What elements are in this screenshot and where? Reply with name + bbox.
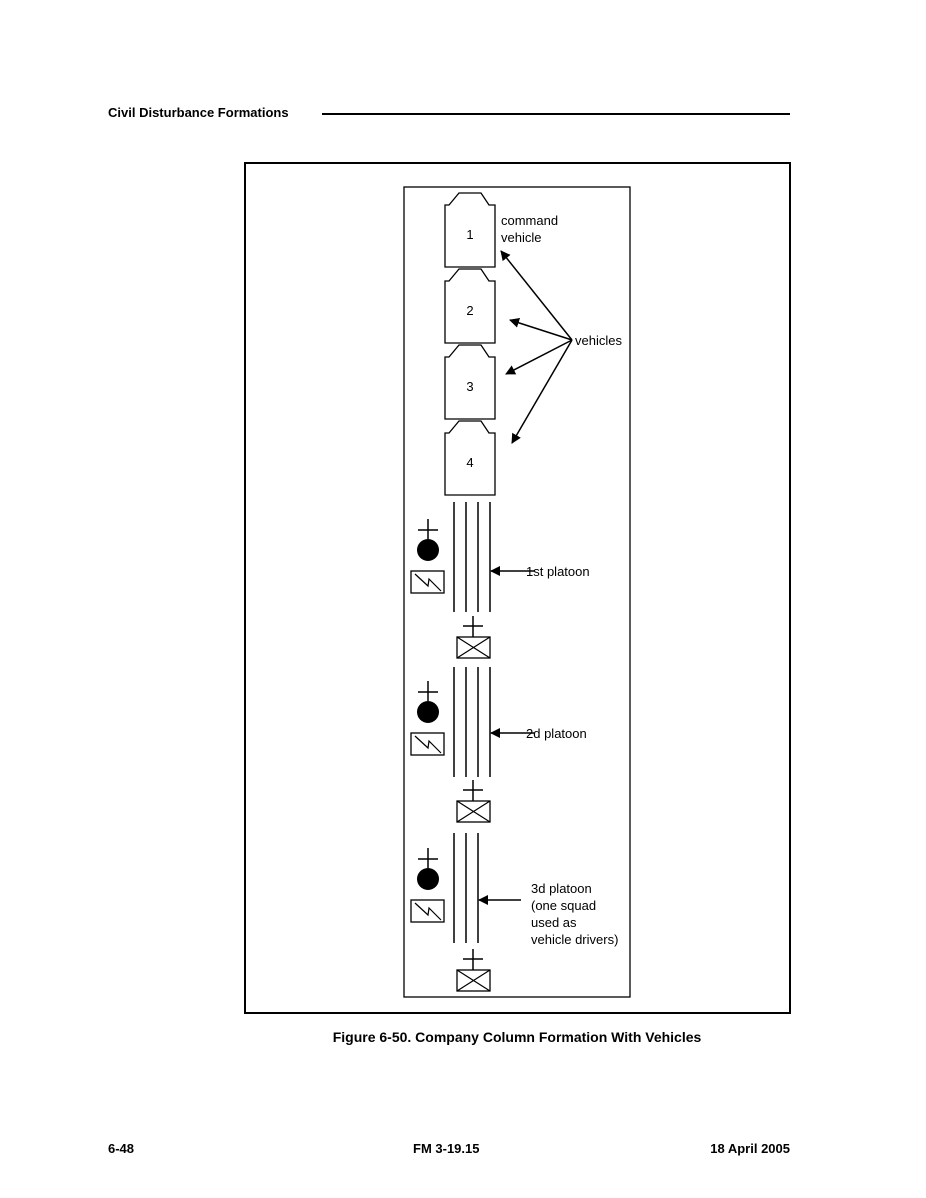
platoon-3-label-3: used as <box>531 915 577 930</box>
command-vehicle-label: command <box>501 213 558 228</box>
figure-frame <box>244 162 791 1014</box>
platoon-2-label: 2d platoon <box>526 726 587 741</box>
platoon-sergeant-symbol <box>456 615 491 659</box>
platoon-leader-symbol <box>410 518 445 594</box>
formation-area <box>403 186 631 998</box>
vehicle-arrows <box>500 250 573 444</box>
figure-caption: Figure 6-50. Company Column Formation Wi… <box>333 1029 702 1045</box>
platoon-1-label: 1st platoon <box>526 564 590 579</box>
vehicles-label: vehicles <box>575 333 622 348</box>
vehicle-3: 3 <box>444 344 496 420</box>
platoon-1 <box>453 502 534 612</box>
command-vehicle-label-2: vehicle <box>501 230 541 245</box>
platoon-3-label-4: vehicle drivers) <box>531 932 618 947</box>
platoon-sergeant-symbol <box>456 779 491 823</box>
header-rule <box>322 113 790 115</box>
platoon-leader-symbol <box>410 680 445 756</box>
svg-text:3: 3 <box>466 379 473 394</box>
platoon-3-label-2: (one squad <box>531 898 596 913</box>
vehicle-1: 1 <box>444 192 496 268</box>
page-number: 6-48 <box>108 1141 135 1156</box>
platoon-3 <box>453 833 521 943</box>
svg-text:1: 1 <box>466 227 473 242</box>
platoon-sergeant-symbol <box>456 948 491 992</box>
platoon-3-label: 3d platoon <box>531 881 592 896</box>
svg-text:2: 2 <box>466 303 473 318</box>
svg-text:4: 4 <box>466 455 473 470</box>
section-title: Civil Disturbance Formations <box>108 105 289 120</box>
publication-date: 18 April 2005 <box>710 1141 790 1156</box>
manual-id: FM 3-19.15 <box>413 1141 480 1156</box>
platoon-leader-symbol <box>410 847 445 923</box>
vehicle-2: 2 <box>444 268 496 344</box>
vehicle-4: 4 <box>444 420 496 496</box>
platoon-2 <box>453 667 534 777</box>
